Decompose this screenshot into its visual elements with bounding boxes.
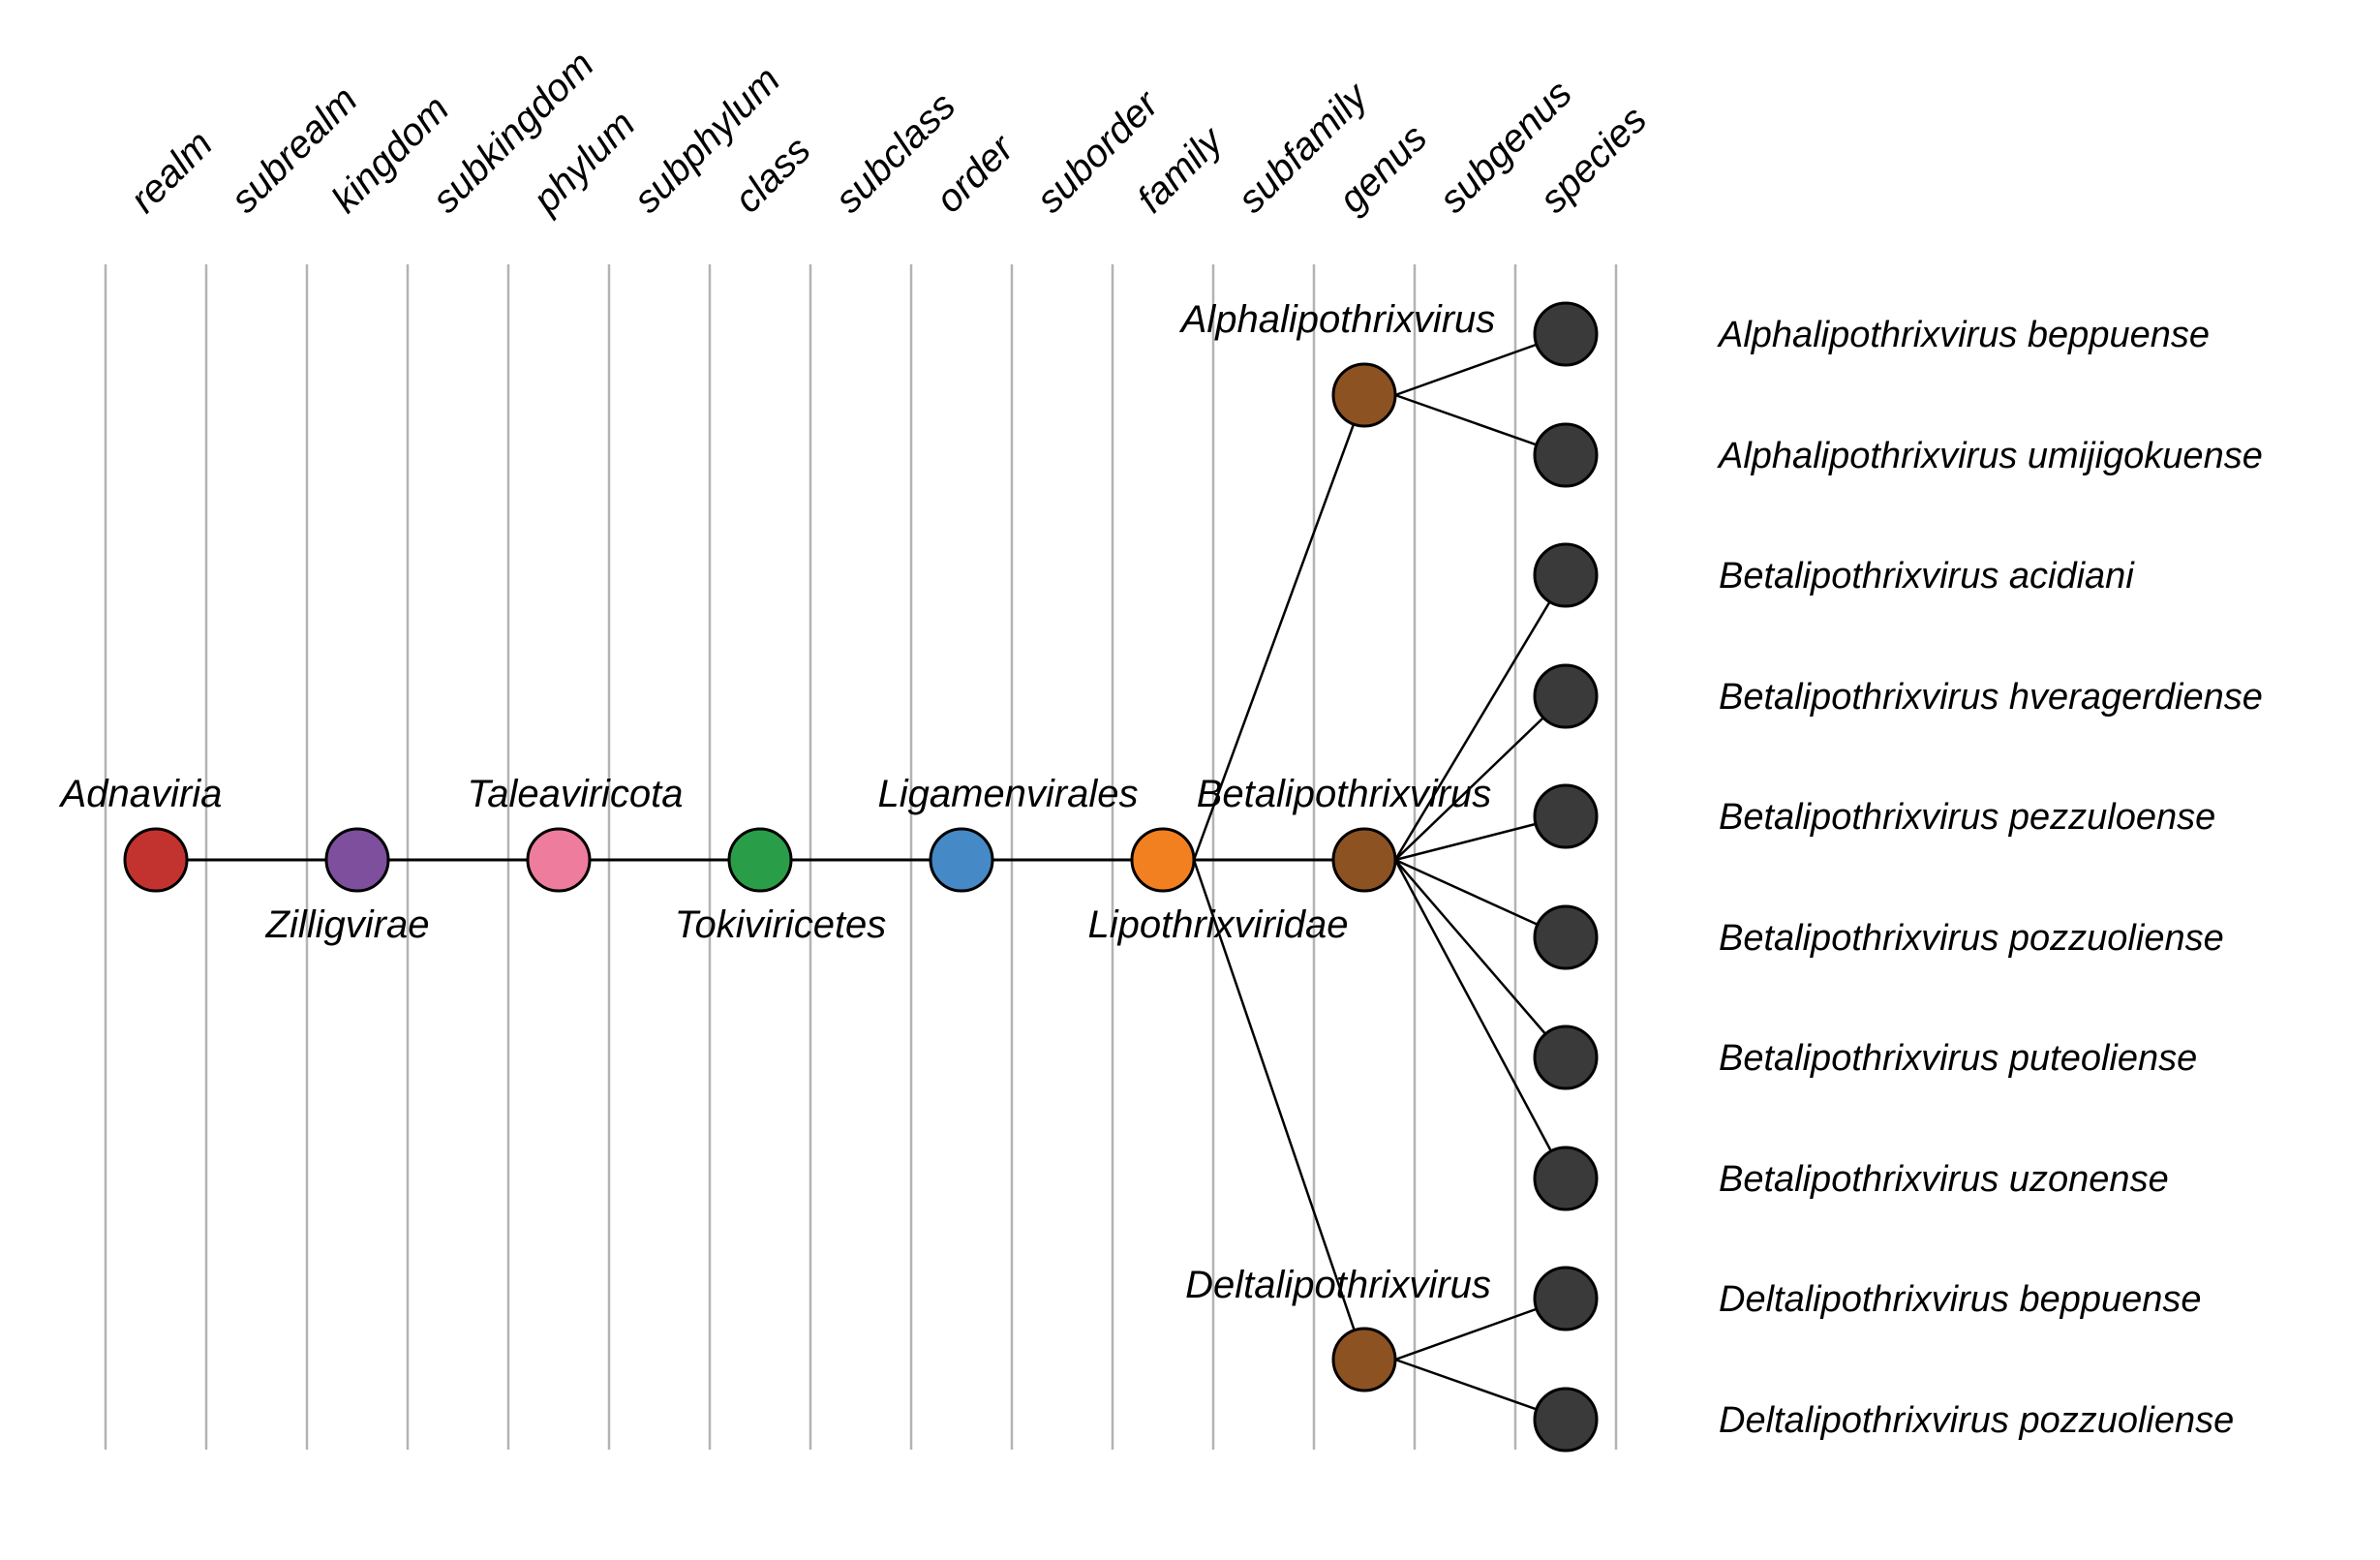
species-node	[1533, 422, 1599, 488]
node-phylum-taleaviricota	[526, 827, 592, 893]
taxon-label-ligamenvirales: Ligamenvirales	[877, 773, 1138, 815]
branch-family-to-genus	[1192, 394, 1366, 861]
species-label: Alphalipothrixvirus beppuense	[1717, 315, 2210, 355]
species-node	[1533, 1025, 1599, 1090]
species-label: Alphalipothrixvirus umijigokuense	[1717, 436, 2263, 476]
species-node	[1533, 1266, 1599, 1331]
rank-header-order: order	[928, 126, 1022, 221]
genus-label-alphalipothrixvirus: Alphalipothrixvirus	[1179, 298, 1496, 341]
species-node	[1533, 1146, 1599, 1211]
branch-genus-to-species	[1393, 859, 1568, 1179]
node-kingdom-zilligvirae	[324, 827, 390, 893]
species-node	[1533, 663, 1599, 729]
branch-genus-to-species	[1393, 574, 1568, 861]
taxon-label-zilligvirae: Zilligvirae	[265, 903, 430, 946]
genus-nodes: AlphalipothrixvirusBetalipothrixvirusDel…	[1179, 298, 1496, 1392]
species-label: Betalipothrixvirus puteoliense	[1719, 1038, 2197, 1079]
species-label: Betalipothrixvirus uzonense	[1719, 1159, 2169, 1200]
species-node	[1533, 1387, 1599, 1453]
rank-header-class: class	[726, 129, 819, 222]
branch-genus-to-species	[1394, 695, 1567, 861]
species-label: Deltalipothrixvirus pozzuoliense	[1719, 1400, 2234, 1441]
node-family-lipothrixviridae	[1130, 827, 1196, 893]
species-node	[1533, 783, 1599, 849]
species-label: Betalipothrixvirus pezzuloense	[1719, 797, 2215, 838]
node-class-tokiviricetes	[727, 827, 793, 893]
node-order-ligamenvirales	[929, 827, 994, 893]
species-node	[1533, 904, 1599, 970]
species-node	[1533, 301, 1599, 367]
genus-label-betalipothrixvirus: Betalipothrixvirus	[1197, 773, 1492, 815]
species-nodes: Alphalipothrixvirus beppuenseAlphalipoth…	[1533, 301, 2263, 1453]
branch-family-to-genus	[1192, 859, 1366, 1361]
species-node	[1533, 542, 1599, 608]
genus-node-deltalipothrixvirus	[1331, 1327, 1397, 1392]
species-label: Betalipothrixvirus hveragerdiense	[1719, 677, 2263, 718]
taxon-label-taleaviricota: Taleaviricota	[467, 773, 683, 815]
genus-node-betalipothrixvirus	[1331, 827, 1397, 893]
rank-grid	[104, 264, 1618, 1450]
species-label: Betalipothrixvirus acidiani	[1719, 556, 2135, 596]
branch-genus-to-species	[1394, 859, 1567, 1058]
genus-node-alphalipothrixvirus	[1331, 362, 1397, 428]
node-realm-adnaviria	[123, 827, 189, 893]
species-label: Deltalipothrixvirus beppuense	[1719, 1279, 2202, 1320]
taxon-label-lipothrixviridae: Lipothrixviridae	[1087, 903, 1348, 946]
genus-label-deltalipothrixvirus: Deltalipothrixvirus	[1185, 1264, 1491, 1306]
species-label: Betalipothrixvirus pozzuoliense	[1719, 918, 2224, 959]
taxon-label-adnaviria: Adnaviria	[59, 773, 223, 815]
rank-header-realm: realm	[122, 123, 221, 222]
taxon-label-tokiviricetes: Tokiviricetes	[675, 903, 887, 946]
